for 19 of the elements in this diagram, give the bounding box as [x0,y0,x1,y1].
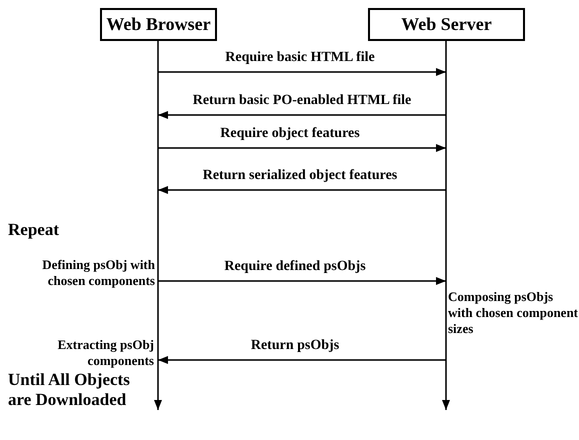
message-arrow [158,111,446,119]
annotation-text: Repeat [8,222,60,238]
annotation-text: Defining psObj with chosen components [41,257,155,289]
annotation-text: Extracting psObj components [56,337,154,369]
message-label: Return basic PO-enabled HTML file [192,93,412,109]
participant-box: Web Server [368,8,525,41]
message-label: Return serialized object features [202,168,398,184]
message-label: Require defined psObjs [223,259,367,275]
message-label: Require object features [219,126,361,142]
message-arrow [158,356,446,364]
message-arrow [158,186,446,194]
participant-box: Web Browser [100,8,217,41]
message-label: Require basic HTML file [224,50,376,66]
annotation-text: Composing psObjs with chosen component sizes [448,289,578,337]
message-arrow [158,68,446,76]
message-label: Return psObjs [250,338,340,354]
annotation-text: Until All Objects are Downloaded [8,370,131,410]
message-arrow [158,144,446,152]
message-arrow [158,277,446,285]
